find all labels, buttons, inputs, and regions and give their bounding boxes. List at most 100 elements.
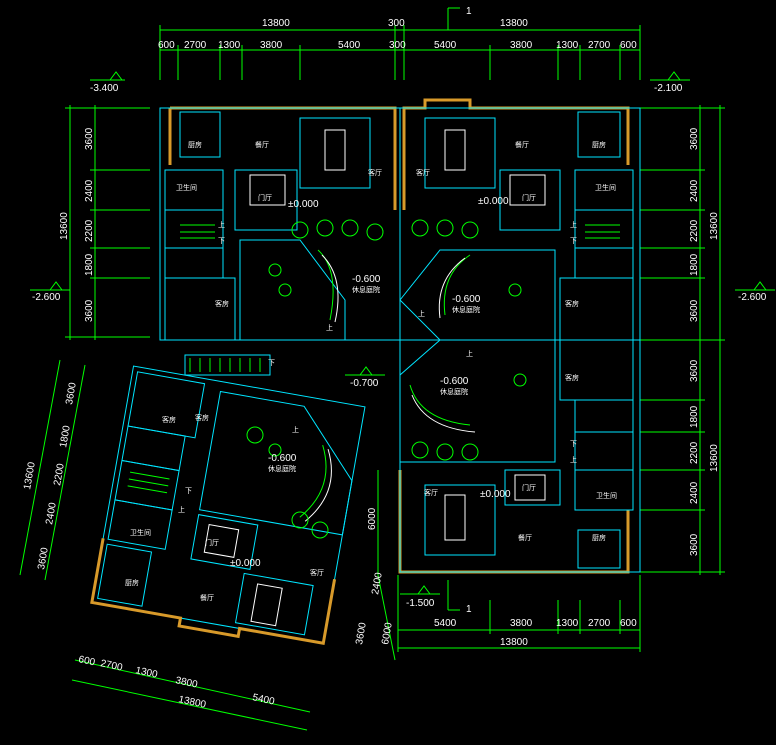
stair-down-br: 下 [570,440,577,448]
level-mid-right: -2.600 [738,292,767,303]
rot-left-seg-4: 3600 [36,546,51,570]
right-total-top: 13600 [709,212,720,240]
top-seg-4: 5400 [338,40,361,51]
court-up-br: 上 [466,349,473,358]
floor-level-2: ±0.000 [478,196,509,207]
room-hall-tl: 门厅 [258,193,272,202]
rot-bottom-seg-1: 2700 [99,658,123,673]
rot-left-seg-0: 3600 [64,381,79,405]
room-bath-rot: 卫生间 [130,528,151,537]
level-top-left: -3.400 [90,83,119,94]
right-seg-bot-4: 3600 [689,533,700,556]
top-dimensions: 13800 300 13800 600 2700 1300 3800 5400 … [158,18,641,80]
stair-down-tl: 下 [218,237,225,245]
level-mid-left: -2.600 [32,292,61,303]
section-mark-top: 1 [447,6,472,30]
center-dim-2: 3600 [354,621,369,645]
room-living-tl: 客厅 [368,168,382,177]
floor-level-3: ±0.000 [480,489,511,500]
stair-down-rot: 下 [185,487,192,495]
room-guest-tl: 客房 [215,299,229,308]
top-seg-0: 600 [158,40,175,51]
section-mark-top-label: 1 [466,6,472,17]
courtyard-trees [246,219,527,539]
left-total: 13600 [59,212,70,240]
top-dim-total-left: 13800 [262,18,290,29]
top-seg-6: 5400 [434,40,457,51]
court-up-rot: 上 [292,425,299,434]
br-seg-2: 1300 [556,618,579,629]
center-dim-1: 2400 [370,571,385,595]
level-top-right: -2.100 [654,83,683,94]
room-kitchen-rot: 厨房 [125,578,139,587]
rot-bottom-seg-3: 3800 [174,675,198,690]
br-seg-1: 3800 [510,618,533,629]
br-seg-0: 5400 [434,618,457,629]
rot-bottom-seg-2: 1300 [134,665,158,680]
right-dimensions: 3600 2400 2200 1800 3600 13600 3600 1800… [640,105,725,575]
bottom-right-dimensions: 5400 3800 1300 2700 600 13800 [397,575,641,652]
room-guest-rot: 客房 [162,415,176,424]
br-seg-3: 2700 [588,618,611,629]
right-seg-top-0: 3600 [689,127,700,150]
right-seg-top-4: 3600 [689,299,700,322]
stair-up-rot: 上 [178,505,185,514]
room-bath-br: 卫生间 [596,491,617,500]
court-level-4: -0.600 [268,453,297,464]
rot-left-seg-1: 1800 [58,424,73,448]
left-seg-3: 1800 [84,253,95,276]
level-bottom: -1.500 [406,598,435,609]
rot-bottom-seg-4: 5400 [251,692,275,707]
br-total: 13800 [500,637,528,648]
right-seg-top-1: 2400 [689,179,700,202]
court-label-2: 休息庭院 [452,305,480,314]
top-seg-2: 1300 [218,40,241,51]
left-seg-2: 2200 [84,219,95,242]
level-markers: -3.400 -2.100 -2.600 -2.600 -0.700 -1.50… [30,71,775,609]
room-hall-rot: 门厅 [205,538,219,547]
left-dimensions: 3600 2400 2200 1800 3600 13600 [59,105,150,340]
rot-left-seg-3: 2400 [44,501,59,525]
right-seg-bot-2: 2200 [689,441,700,464]
rot-left-seg-2: 2200 [52,462,67,486]
right-total-bottom: 13600 [709,444,720,472]
left-seg-1: 2400 [84,179,95,202]
room-dining-br: 餐厅 [518,533,532,542]
room-bath-tr: 卫生间 [595,183,616,192]
room-kitchen-tl: 厨房 [188,140,202,149]
section-mark-bottom: 1 [447,580,472,615]
room-guest-tr: 客房 [565,299,579,308]
left-seg-4: 3600 [84,299,95,322]
room-living-br: 客厅 [424,488,438,497]
br-seg-4: 600 [620,618,637,629]
court-level-2: -0.600 [452,294,481,305]
rot-bottom-seg-0: 600 [77,654,96,668]
court-up-tl: 上 [326,323,333,332]
unit-rotated [90,365,366,645]
room-guest2-rot: 客房 [195,413,209,422]
unit-top-right [399,98,641,341]
court-label-1: 休息庭院 [352,285,380,294]
court-level-1: -0.600 [352,274,381,285]
room-dining-tl: 餐厅 [255,140,269,149]
top-seg-9: 2700 [588,40,611,51]
top-seg-5: 300 [389,40,406,51]
court-up-tr: 上 [418,309,425,318]
left-seg-0: 3600 [84,127,95,150]
room-dining-rot: 餐厅 [200,593,214,602]
room-guest-br: 客房 [565,373,579,382]
floor-level-1: ±0.000 [288,199,319,210]
court-label-3: 休息庭院 [440,387,468,396]
section-mark-bottom-label: 1 [466,604,472,615]
right-seg-top-2: 2200 [689,219,700,242]
top-seg-3: 3800 [260,40,283,51]
top-seg-7: 3800 [510,40,533,51]
floor-level-4: ±0.000 [230,558,261,569]
stair-up-tl: 上 [218,220,225,229]
room-living-rot: 客厅 [310,568,324,577]
center-dim-3: 6000 [380,621,395,645]
top-dim-total-right: 13800 [500,18,528,29]
stair-up-br: 上 [570,455,577,464]
